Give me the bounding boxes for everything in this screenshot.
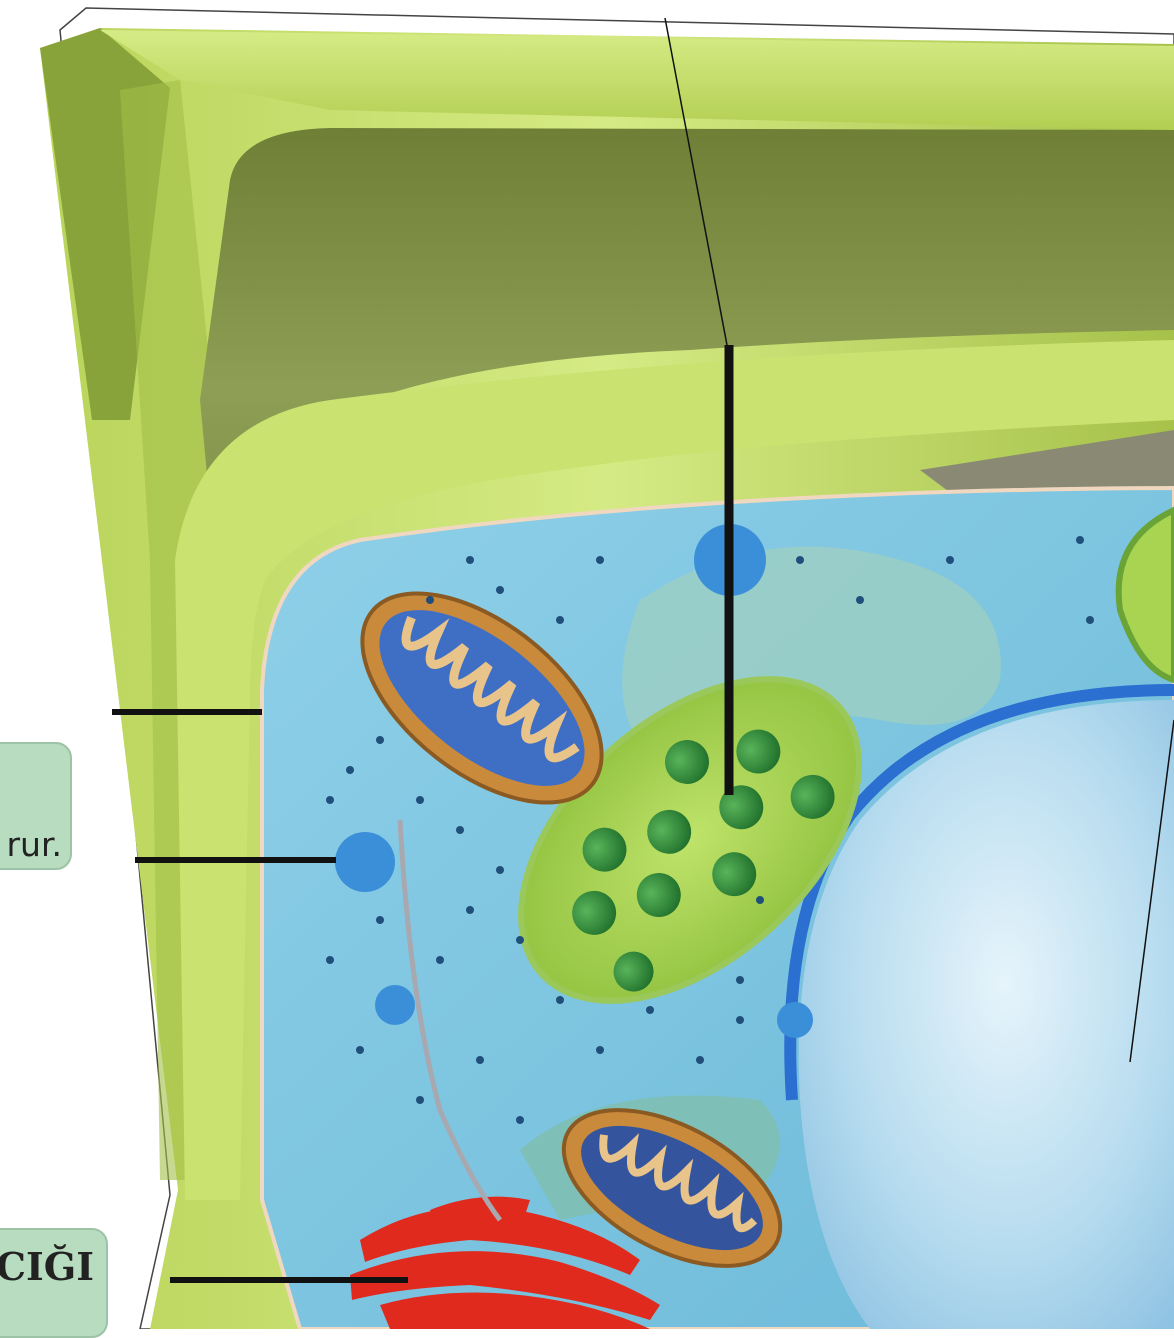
label-text-middle-left: rur.: [6, 828, 62, 861]
label-box-middle-left: rur.: [0, 742, 72, 870]
label-box-bottom-left: CIĞI: [0, 1228, 108, 1338]
label-text-bottom-left: CIĞI: [0, 1244, 94, 1289]
